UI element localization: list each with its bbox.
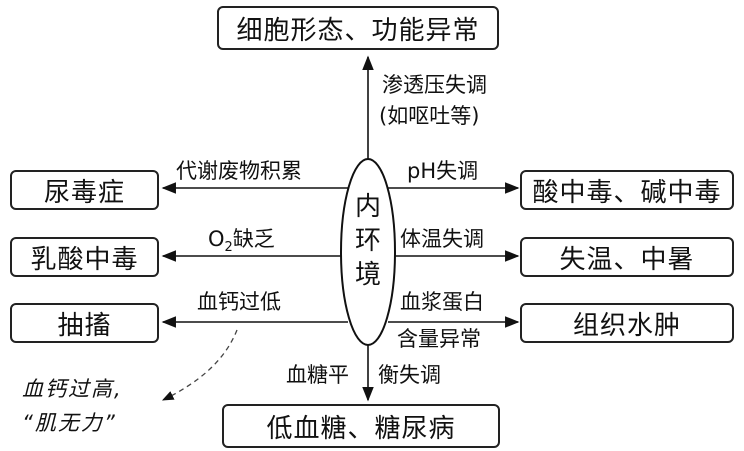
box-hypoglycemia-diabetes: 低血糖、糖尿病 <box>222 404 500 448</box>
label-oxygen-lack: O2缺乏 <box>208 226 275 261</box>
label-blood-sugar-left: 血糖平 <box>286 363 349 387</box>
label-osmotic-imbalance: 渗透压失调 <box>382 73 487 97</box>
note-muscle-weakness: “肌无力” <box>22 411 117 435</box>
box-acidosis-alkalosis: 酸中毒、碱中毒 <box>520 170 734 210</box>
label-oxygen-symbol: O <box>208 227 225 251</box>
label-temperature-imbalance: 体温失调 <box>400 227 484 251</box>
label-metabolic-waste: 代谢废物积累 <box>176 159 302 183</box>
note-high-calcium: 血钙过高, <box>22 377 123 401</box>
box-lactic-acidosis: 乳酸中毒 <box>10 237 159 277</box>
label-oxygen-subscript: 2 <box>224 240 233 256</box>
box-convulsion: 抽搐 <box>10 303 159 343</box>
center-char-2: 环 <box>354 226 381 256</box>
label-abnormal-content: 含量异常 <box>397 327 481 351</box>
label-vomiting-example: (如呕吐等) <box>379 104 480 128</box>
box-cell-abnormal: 细胞形态、功能异常 <box>217 6 499 50</box>
label-low-calcium: 血钙过低 <box>197 290 281 314</box>
center-char-3: 境 <box>354 260 381 290</box>
center-internal-environment: 内 环 境 <box>341 190 395 292</box>
label-ph-imbalance: pH失调 <box>407 159 479 183</box>
box-tissue-edema: 组织水肿 <box>520 303 734 343</box>
dashed-curve-arrow <box>161 329 238 401</box>
box-hypothermia-heatstroke: 失温、中暑 <box>520 237 734 277</box>
center-char-1: 内 <box>354 192 381 222</box>
label-plasma-protein: 血浆蛋白 <box>400 290 484 314</box>
label-blood-sugar-right: 衡失调 <box>378 363 441 387</box>
label-lack-text: 缺乏 <box>232 227 275 251</box>
box-uremia: 尿毒症 <box>10 170 159 210</box>
